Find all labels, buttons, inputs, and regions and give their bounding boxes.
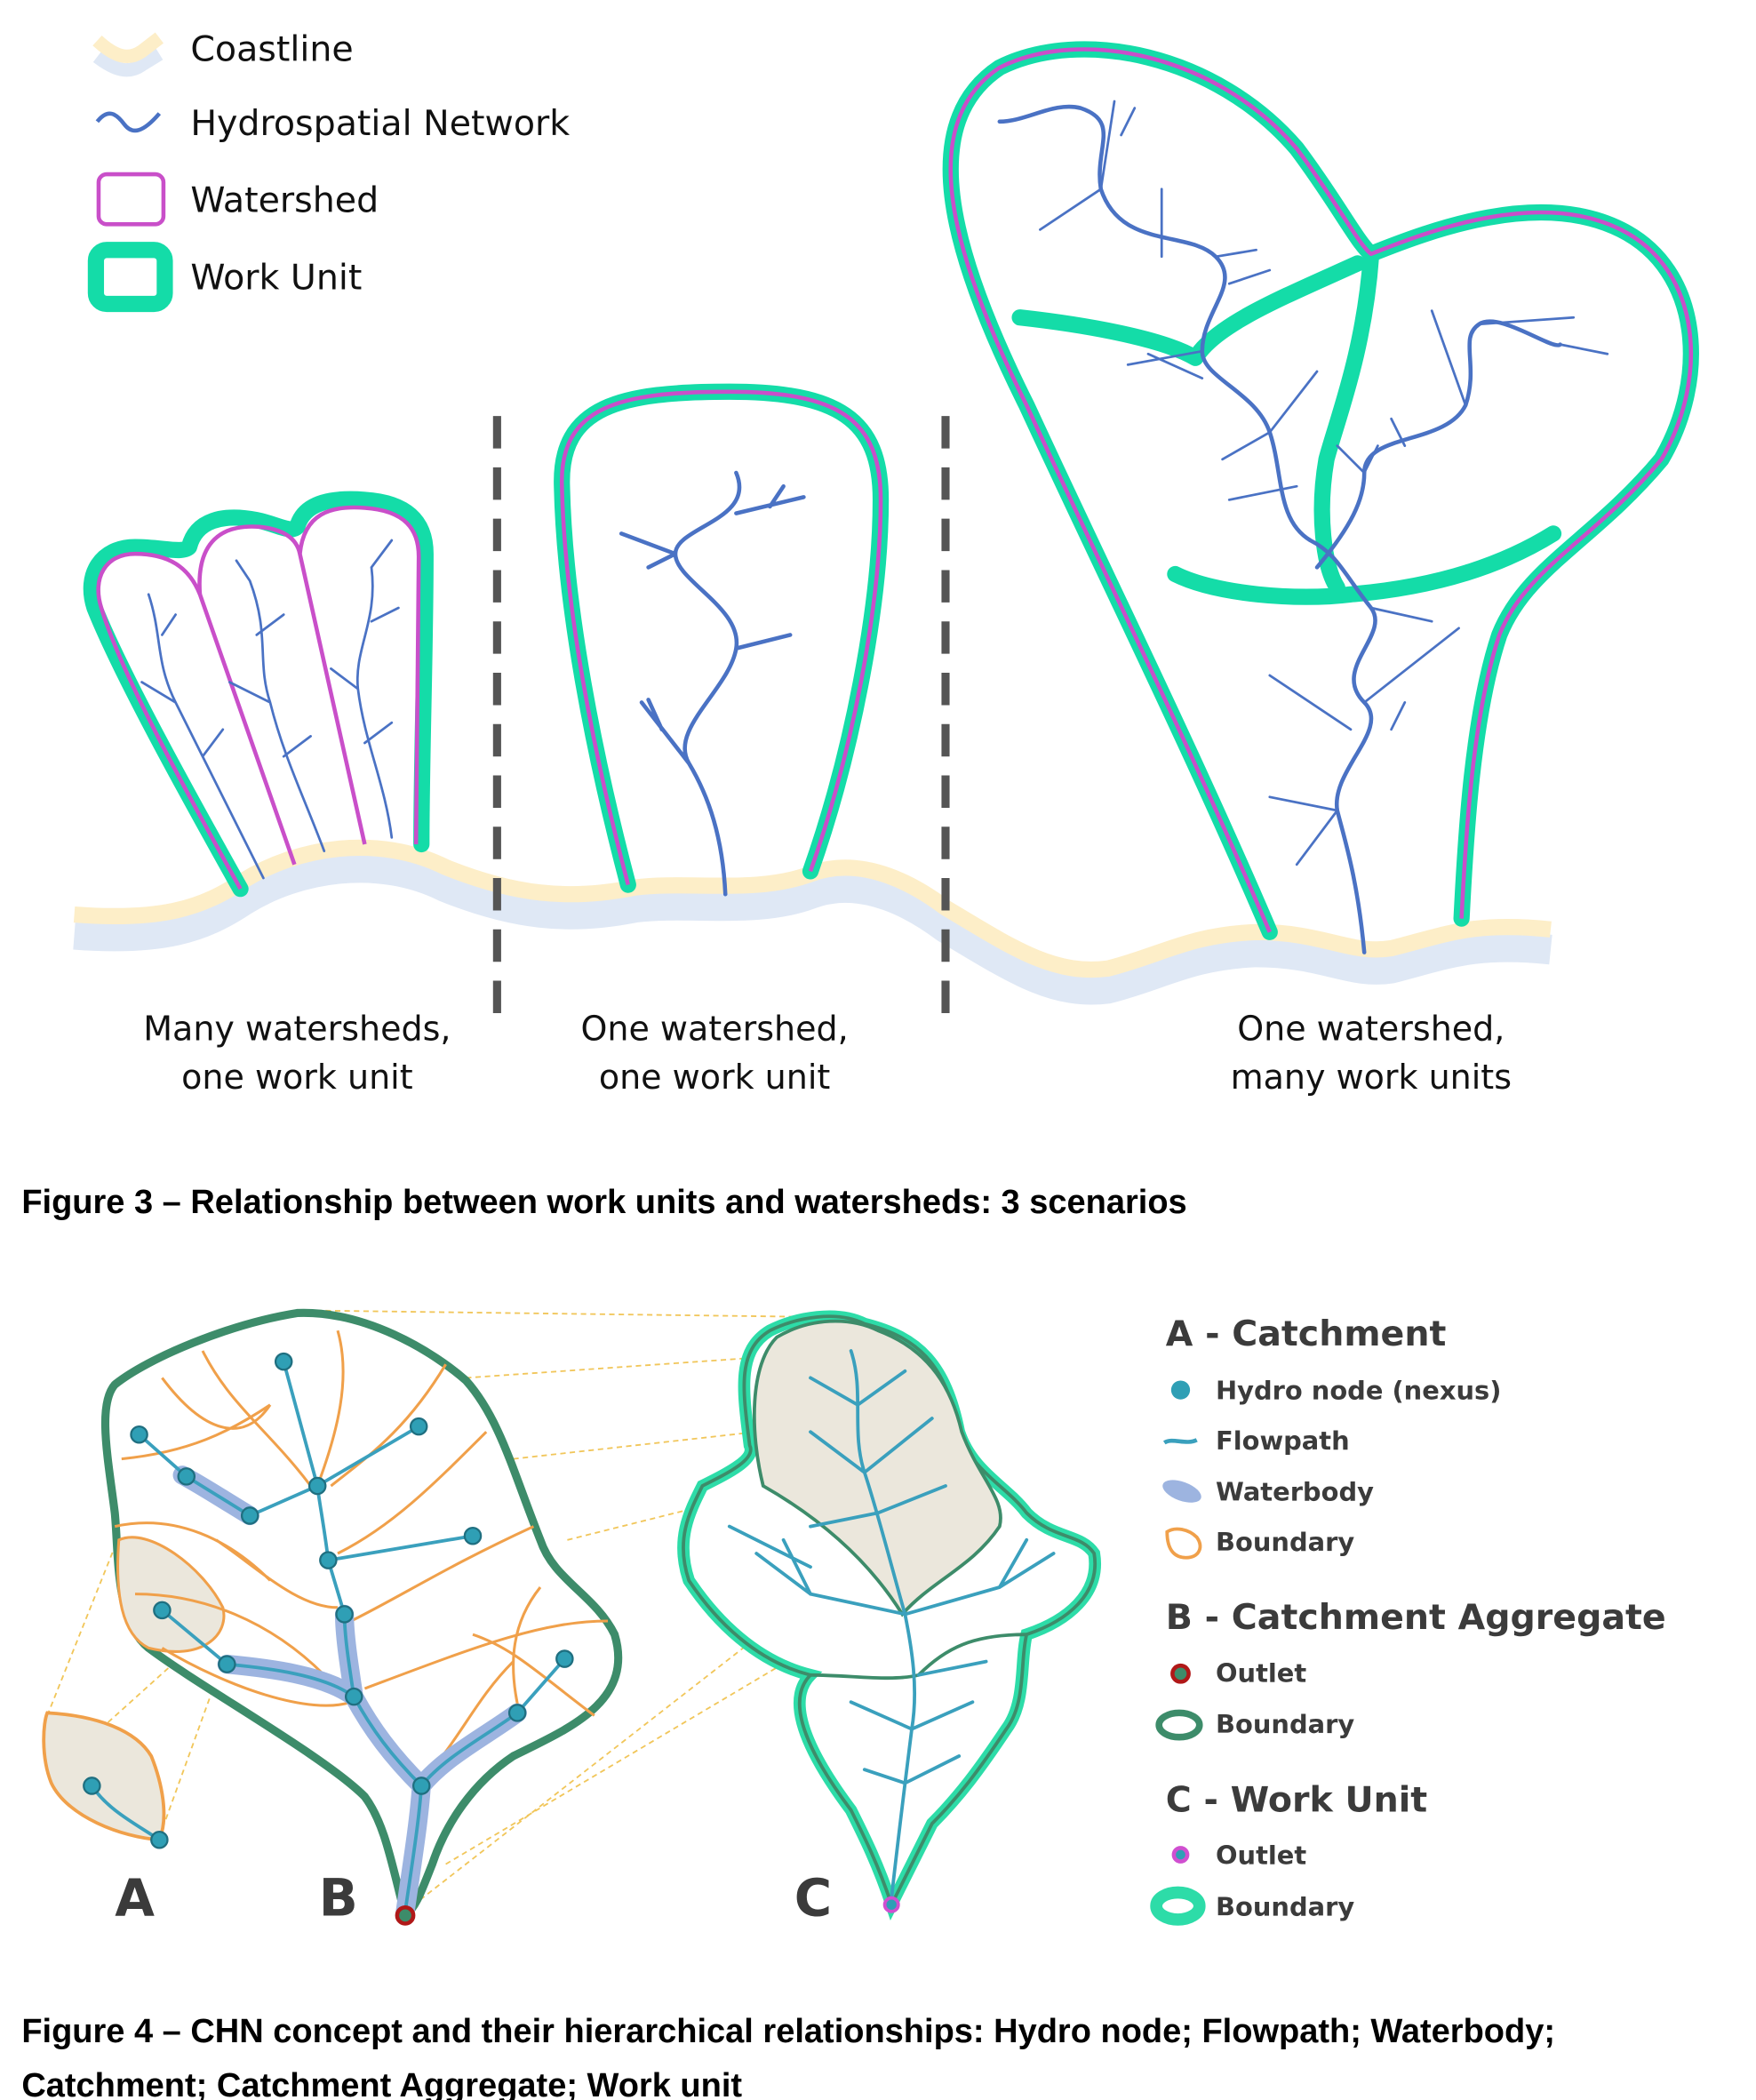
panel-letter-a: A (115, 1867, 155, 1928)
panel-letters: A B C (115, 1867, 832, 1928)
legend-aggregate-outlet-label: Outlet (1216, 1657, 1306, 1688)
work-unit-outlet (882, 1896, 900, 1913)
panel-letter-c: C (794, 1867, 832, 1928)
legend-network-label: Hydrospatial Network (190, 103, 570, 144)
figure4-caption-line2: Catchment; Catchment Aggregate; Work uni… (21, 2067, 742, 2100)
work-unit-c (677, 1310, 1101, 1921)
hydro-nodes (130, 1352, 574, 1795)
legend-catchment-boundary-label: Boundary (1216, 1527, 1354, 1557)
legend-flowpath-label: Flowpath (1216, 1425, 1350, 1456)
legend-group-b-title: B - Catchment Aggregate (1166, 1597, 1666, 1638)
flowpath-icon (1162, 1438, 1198, 1445)
catchment-aggregate-b (100, 1308, 623, 1926)
figure3-legend: Coastline Hydrospatial Network Watershed… (87, 28, 570, 313)
scenario-2-label-line1: One watershed, (580, 1009, 848, 1048)
legend-work-unit-label: Work Unit (190, 257, 362, 298)
catchment-a (42, 1711, 169, 1849)
figure4-caption-line1: Figure 4 – CHN concept and their hierarc… (21, 2013, 1555, 2050)
hydro-node-icon (1170, 1380, 1191, 1400)
legend-work-unit-boundary-label: Boundary (1216, 1891, 1354, 1921)
watershed-icon (96, 172, 166, 227)
figure3-caption: Figure 3 – Relationship between work uni… (21, 1184, 1186, 1221)
legend-aggregate-boundary-label: Boundary (1216, 1709, 1354, 1739)
catchment-boundary-icon (1165, 1527, 1202, 1560)
scenario-1-label-line2: one work unit (181, 1058, 412, 1097)
legend-work-unit-outlet-label: Outlet (1216, 1840, 1306, 1871)
scenario-many-watersheds (83, 491, 434, 898)
projection-lines (46, 1309, 879, 1912)
legend-group-c-title: C - Work Unit (1166, 1779, 1427, 1820)
scenario-1-label-line1: Many watersheds, (143, 1009, 451, 1048)
aggregate-boundary-icon (1155, 1709, 1203, 1741)
scenario-3-label-line1: One watershed, (1237, 1009, 1505, 1048)
legend-watershed-label: Watershed (190, 180, 379, 221)
aggregate-outlet-icon (1170, 1663, 1191, 1684)
work-unit-icon (87, 242, 173, 313)
legend-group-a-title: A - Catchment (1166, 1313, 1447, 1354)
legend-coastline-label: Coastline (190, 28, 353, 69)
legend-waterbody-label: Waterbody (1216, 1477, 1374, 1507)
scenario-labels: Many watersheds, one work unit One water… (143, 1009, 1512, 1097)
scenario-2-label-line2: one work unit (599, 1058, 830, 1097)
legend-hydro-node-label: Hydro node (nexus) (1216, 1376, 1501, 1406)
scenario-one-watershed-one-unit (554, 383, 890, 897)
work-unit-outlet-icon (1171, 1846, 1190, 1864)
panel-letter-b: B (319, 1867, 358, 1928)
figure4-legend: A - Catchment Hydro node (nexus) Flowpat… (1150, 1313, 1666, 1926)
waterbody-icon (1162, 1480, 1201, 1503)
scenario-one-watershed-many-units (942, 41, 1699, 954)
coastline-icon (92, 32, 164, 77)
aggregate-outlet (395, 1904, 416, 1926)
network-icon (95, 111, 162, 133)
work-unit-boundary-icon (1150, 1886, 1206, 1926)
scenario-3-label-line2: many work units (1231, 1058, 1512, 1097)
